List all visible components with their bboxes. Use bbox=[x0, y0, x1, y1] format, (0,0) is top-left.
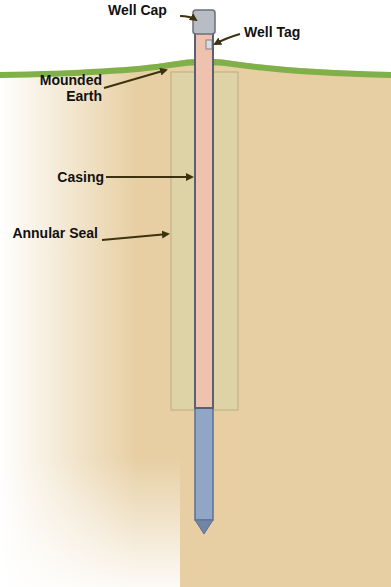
annular-seal-label: Annular Seal bbox=[12, 225, 98, 241]
well-point bbox=[195, 520, 213, 534]
well-cap-label: Well Cap bbox=[108, 2, 188, 18]
ground-fade bbox=[0, 300, 180, 587]
casing bbox=[195, 30, 213, 408]
leader-lines bbox=[102, 16, 240, 240]
casing-label: Casing bbox=[48, 169, 104, 185]
well-screen bbox=[195, 405, 213, 520]
well-tag-label: Well Tag bbox=[244, 24, 324, 40]
well-cap bbox=[193, 10, 215, 34]
well-tag bbox=[206, 40, 212, 49]
mounded-earth-label: Mounded Earth bbox=[10, 72, 102, 104]
